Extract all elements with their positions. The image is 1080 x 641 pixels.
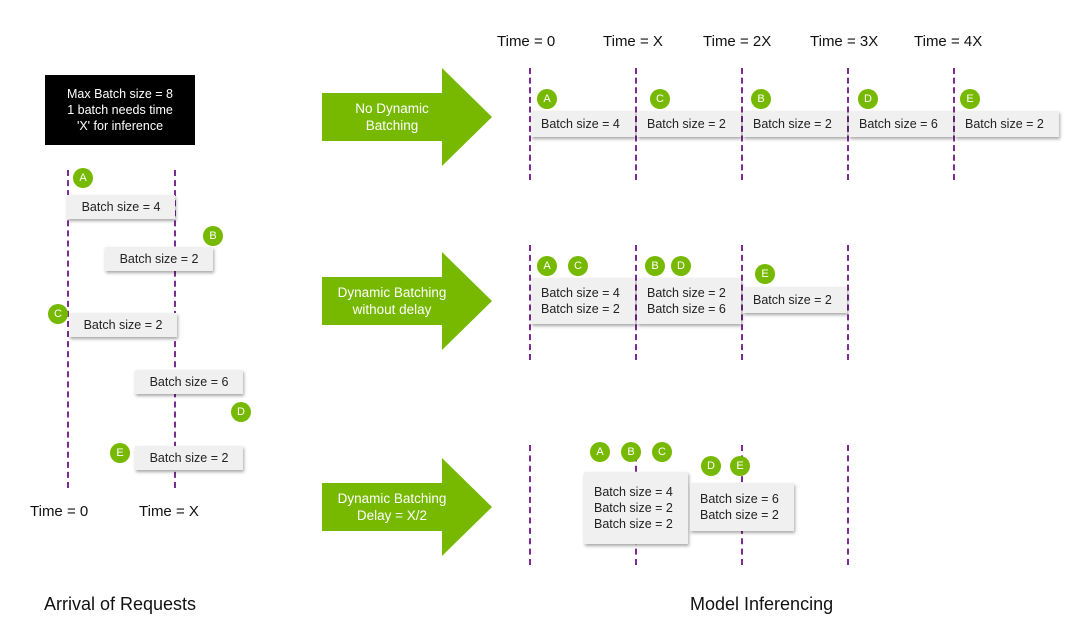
badge-d: D <box>858 89 878 109</box>
footer-inferencing-label: Model Inferencing <box>690 594 834 614</box>
arrival-time0-label: Time = 0 <box>30 503 89 520</box>
arrival-request-d: Batch size = 6 <box>135 370 243 394</box>
arrow-text-line1: No Dynamic <box>355 101 429 116</box>
batch-box: Batch size = 2 <box>743 111 847 137</box>
arrow-shape <box>322 68 492 166</box>
batch-label: Batch size = 2 <box>700 508 779 522</box>
arrow-text-line2: Batching <box>365 118 419 133</box>
arrival-timeX-label: Time = X <box>139 503 199 520</box>
arrow-text: No Dynamic Batching <box>322 68 462 166</box>
badge-a: A <box>537 256 557 276</box>
badge-c: C <box>568 256 588 276</box>
badge-c: C <box>650 89 670 109</box>
timeline-line <box>847 68 849 180</box>
arrival-line-time0 <box>67 170 69 488</box>
batch-box: Batch size = 6 Batch size = 2 <box>690 483 794 531</box>
arrival-request-e: Batch size = 2 <box>135 446 243 470</box>
arrow-text-line2: without delay <box>352 302 432 317</box>
arrival-request-a: Batch size = 4 <box>67 195 175 219</box>
timeline-line <box>635 68 637 180</box>
arrival-request-c: Batch size = 2 <box>69 313 177 337</box>
badge-d: D <box>231 402 251 422</box>
badge-a: A <box>73 168 93 188</box>
arrow-text: Dynamic Batching without delay <box>322 252 462 350</box>
arrow-text-line1: Dynamic Batching <box>337 491 447 506</box>
timeline-line <box>635 245 637 360</box>
timeline-line <box>847 445 849 565</box>
batch-label: Batch size = 2 <box>594 517 673 531</box>
batch-label: Batch size = 2 <box>149 451 229 465</box>
arrow-text-line2: Delay = X/2 <box>356 508 428 523</box>
badge-b: B <box>645 256 665 276</box>
timeline-line <box>847 245 849 360</box>
badge-e: E <box>730 456 750 476</box>
badge-a: A <box>590 442 610 462</box>
batch-box: Batch size = 6 <box>849 111 953 137</box>
badge-b: B <box>203 226 223 246</box>
badge-c: C <box>48 304 68 324</box>
batch-box: Batch size = 2 <box>743 287 847 313</box>
batch-label: Batch size = 6 <box>149 375 229 389</box>
arrow-text: Dynamic Batching Delay = X/2 <box>322 458 462 556</box>
batch-label: Batch size = 2 <box>83 318 163 332</box>
arrow-dynamic-delay: Dynamic Batching Delay = X/2 <box>322 458 492 556</box>
timeline-line <box>529 245 531 360</box>
top-time-2: Time = 2X <box>703 33 772 50</box>
top-time-3: Time = 3X <box>810 33 879 50</box>
top-time-0: Time = 0 <box>497 33 556 50</box>
arrival-request-b: Batch size = 2 <box>105 247 213 271</box>
batch-box: Batch size = 4 Batch size = 2 <box>531 278 635 324</box>
info-box: Max Batch size = 8 1 batch needs time 'X… <box>45 75 195 145</box>
arrow-no-dynamic: No Dynamic Batching <box>322 68 492 166</box>
arrow-shape <box>322 252 492 350</box>
batch-label: Batch size = 2 <box>594 501 673 515</box>
info-line-2: 1 batch needs time <box>67 103 173 117</box>
info-line-1: Max Batch size = 8 <box>67 87 173 101</box>
info-line-3: 'X' for inference <box>76 119 164 133</box>
timeline-line <box>529 445 531 565</box>
batch-label: Batch size = 6 <box>859 117 938 131</box>
badge-d: D <box>701 456 721 476</box>
batch-label: Batch size = 4 <box>541 286 620 300</box>
batch-box: Batch size = 2 <box>637 111 741 137</box>
batch-label: Batch size = 6 <box>647 302 726 316</box>
batch-label: Batch size = 4 <box>81 200 161 214</box>
timeline-line <box>529 68 531 180</box>
batch-label: Batch size = 2 <box>753 293 832 307</box>
batch-box: Batch size = 2 Batch size = 6 <box>637 278 741 324</box>
arrow-text-line1: Dynamic Batching <box>337 285 447 300</box>
batch-label: Batch size = 4 <box>594 485 673 499</box>
batch-label: Batch size = 6 <box>700 492 779 506</box>
timeline-line <box>953 68 955 180</box>
timeline-line <box>741 68 743 180</box>
batch-label: Batch size = 2 <box>753 117 832 131</box>
badge-e: E <box>755 264 775 284</box>
badge-e: E <box>110 443 130 463</box>
batch-label: Batch size = 2 <box>647 286 726 300</box>
timeline-line <box>741 245 743 360</box>
top-time-1: Time = X <box>603 33 663 50</box>
arrow-shape <box>322 458 492 556</box>
badge-b: B <box>751 89 771 109</box>
batch-box: Batch size = 4 Batch size = 2 Batch size… <box>584 472 688 544</box>
batch-label: Batch size = 2 <box>541 302 620 316</box>
batch-label: Batch size = 2 <box>119 252 199 266</box>
badge-c: C <box>652 442 672 462</box>
top-time-4: Time = 4X <box>914 33 983 50</box>
footer-arrival-label: Arrival of Requests <box>44 594 197 614</box>
batch-label: Batch size = 2 <box>965 117 1044 131</box>
badge-a: A <box>537 89 557 109</box>
badge-e: E <box>960 89 980 109</box>
badge-d: D <box>671 256 691 276</box>
batch-box: Batch size = 2 <box>955 111 1059 137</box>
batch-box: Batch size = 4 <box>531 111 635 137</box>
batch-label: Batch size = 2 <box>647 117 726 131</box>
badge-b: B <box>621 442 641 462</box>
batch-label: Batch size = 4 <box>541 117 620 131</box>
arrow-dynamic-no-delay: Dynamic Batching without delay <box>322 252 492 350</box>
